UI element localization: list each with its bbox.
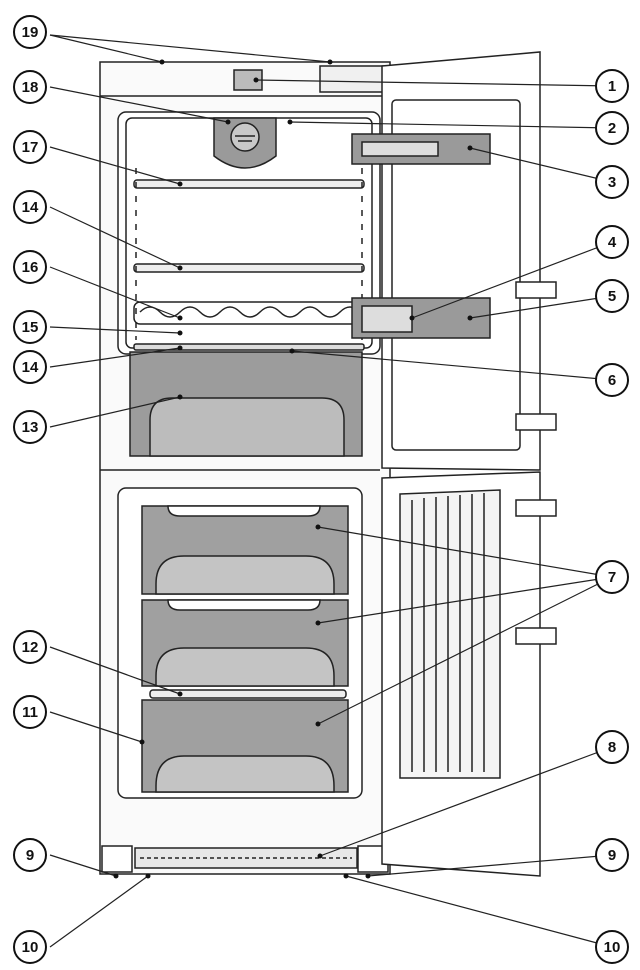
evaporator-plate: [399, 489, 501, 779]
freezer-compartment: [117, 487, 363, 799]
callout-c15: 15: [13, 310, 47, 344]
ventilation-grille: [134, 847, 358, 869]
callout-number: 8: [608, 739, 616, 756]
callout-circle: [595, 165, 629, 199]
callout-circle: [595, 363, 629, 397]
callout-c2: 2: [595, 111, 629, 145]
callout-c18: 18: [13, 70, 47, 104]
callout-circle: [595, 225, 629, 259]
callout-c19: 19: [13, 15, 47, 49]
callout-c5: 5: [595, 279, 629, 313]
callout-circle: [595, 69, 629, 103]
callout-c11: 11: [13, 695, 47, 729]
callout-circle: [595, 279, 629, 313]
callout-number: 14: [22, 359, 39, 376]
callout-c14b: 14: [13, 350, 47, 384]
callout-c10l: 10: [13, 930, 47, 964]
vegetable-drawer: [129, 351, 363, 457]
callout-number: 13: [22, 419, 39, 436]
callout-c8: 8: [595, 730, 629, 764]
refrigerator-door: [351, 51, 557, 471]
callout-number: 17: [22, 139, 39, 156]
callout-number: 18: [22, 79, 39, 96]
callout-circle: [13, 70, 47, 104]
leader-dots: [113, 59, 473, 879]
callout-c3: 3: [595, 165, 629, 199]
callout-number: 4: [608, 234, 617, 251]
callout-circle: [595, 730, 629, 764]
callout-c7: 7: [595, 560, 629, 594]
callout-number: 16: [22, 259, 39, 276]
callout-number: 15: [22, 319, 39, 336]
callout-c6: 6: [595, 363, 629, 397]
callout-circle: [13, 695, 47, 729]
butter-compartment: [351, 297, 491, 339]
freezer-drawer-top: [141, 505, 349, 595]
callout-number: 9: [608, 847, 616, 864]
freezer-shelf: [149, 689, 347, 699]
callout-c17: 17: [13, 130, 47, 164]
callout-circle: [13, 15, 47, 49]
callout-circle: [13, 630, 47, 664]
callout-number: 12: [22, 639, 39, 656]
callout-circle: [13, 190, 47, 224]
callout-number: 10: [22, 939, 39, 956]
callout-circle: [595, 930, 629, 964]
callout-number: 19: [22, 24, 39, 41]
callout-c1: 1: [595, 69, 629, 103]
callout-circle: [595, 560, 629, 594]
leader-lines: [49, 34, 613, 948]
callout-number: 7: [608, 569, 616, 586]
callout-circle: [13, 310, 47, 344]
callout-c16: 16: [13, 250, 47, 284]
callout-circle: [13, 350, 47, 384]
glass-shelf-middle: [133, 263, 365, 273]
callout-number: 5: [608, 288, 616, 305]
glass-shelf-upper: [133, 179, 365, 189]
callout-number: 1: [608, 78, 616, 95]
callout-number: 11: [22, 704, 38, 721]
callout-number: 14: [22, 199, 39, 216]
callout-number: 2: [608, 120, 616, 137]
callout-number: 10: [604, 939, 621, 956]
callout-circle: [595, 838, 629, 872]
callout-c4: 4: [595, 225, 629, 259]
callout-circle: [13, 838, 47, 872]
door-rack-upper: [351, 133, 491, 165]
callout-circle: [13, 250, 47, 284]
callout-number: 9: [26, 847, 34, 864]
callout-c9l: 9: [13, 838, 47, 872]
callout-c12: 12: [13, 630, 47, 664]
callout-c9r: 9: [595, 838, 629, 872]
callout-circle: [595, 111, 629, 145]
callout-c14a: 14: [13, 190, 47, 224]
callout-number: 3: [608, 174, 616, 191]
refrigerator-compartment: [117, 111, 381, 355]
callout-c10r: 10: [595, 930, 629, 964]
callout-number: 6: [608, 372, 616, 389]
callout-c13: 13: [13, 410, 47, 444]
glass-shelf-lower: [133, 343, 365, 351]
callout-circle: [13, 410, 47, 444]
freezer-drawer-bottom: [141, 699, 349, 793]
callout-circle: [13, 930, 47, 964]
callout-circle: [13, 130, 47, 164]
freezer-drawer-middle: [141, 599, 349, 687]
freezer-door: [381, 471, 557, 877]
